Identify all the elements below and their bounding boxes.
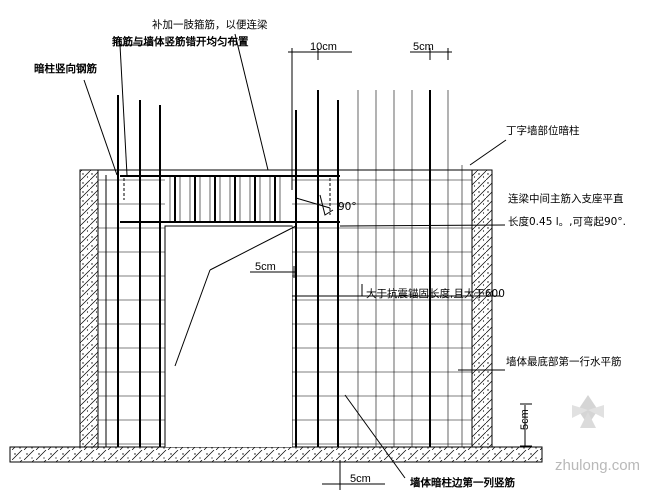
foundation-slab	[9, 446, 543, 463]
left-wall-hatch	[79, 169, 99, 448]
right-wall-hatch	[471, 169, 493, 448]
left-column-rebar	[98, 95, 165, 447]
label-t-wall-column: 丁字墙部位暗柱	[506, 124, 580, 137]
watermark-logo	[572, 395, 604, 428]
label-hidden-column-bars: 暗柱竖向钢筋	[34, 62, 97, 75]
label-add-stirrup: 补加一肢箍筋，以便连梁	[152, 18, 268, 31]
label-angle-90: 90°	[338, 201, 357, 213]
dim-10cm: 10cm	[310, 41, 337, 53]
dim-5cm-left: 5cm	[255, 261, 276, 273]
dimension-lines	[250, 48, 532, 490]
label-beam-main-bar-1: 连梁中间主筋入支座平直	[508, 192, 624, 205]
label-beam-main-bar-2: 长度0.45 l。,可弯起90°.	[508, 215, 626, 228]
dim-5cm-right: 5cm	[519, 409, 531, 430]
wall-outline	[79, 169, 493, 448]
dim-5cm-bottom: 5cm	[350, 473, 371, 485]
label-stirrup-layout: 箍筋与墙体竖筋错开均匀布置	[112, 35, 249, 48]
leader-lines	[83, 33, 507, 479]
label-anchorage: 大于抗震锚固长度,且大于600	[366, 287, 505, 300]
label-bottom-horizontal-bar: 墙体最底部第一行水平筋	[506, 355, 622, 368]
dim-5cm-top: 5cm	[413, 41, 434, 53]
coupling-beam-stirrups	[120, 175, 340, 223]
label-first-vertical-bar: 墙体暗柱边第一列竖筋	[410, 476, 515, 489]
wall-opening	[164, 225, 293, 447]
right-wall-rebar	[292, 90, 472, 447]
watermark-text: zhulong.com	[555, 457, 640, 474]
